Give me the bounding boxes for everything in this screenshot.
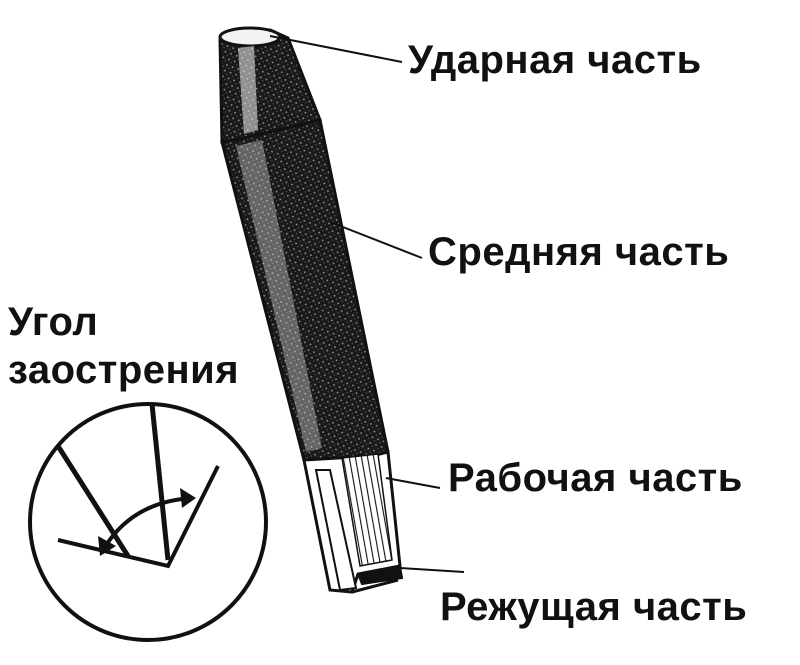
angle-arrow-right [180,488,196,508]
label-sharpening-angle: Угол заострения [8,298,288,394]
cutting-edge-line [351,578,399,594]
leader-lines [269,35,465,573]
leader-cutting [399,567,465,573]
middle-part-highlight [236,140,322,452]
blade-right-edge [149,403,171,561]
blade-left-edge [55,444,131,558]
working-part-shadow [314,469,358,592]
label-middle-part: Средняя часть [428,230,730,274]
label-striking-part: Ударная часть [408,38,702,82]
leader-middle [329,221,423,259]
leader-working [385,477,441,489]
striking-highlight [238,46,258,134]
label-sharpening-angle-line2: заострения [8,348,240,392]
chisel [218,26,404,594]
angle-arrow-left [98,536,116,556]
cutting-part-shape [356,564,404,586]
sharpening-angle-inset [28,402,268,642]
angle-vertex [57,465,220,569]
leader-striking [269,35,403,63]
label-sharpening-angle-line1: Угол [8,300,99,344]
working-part-hatching [341,453,393,567]
label-working-part: Рабочая часть [448,456,743,500]
label-cutting-part: Режущая часть [440,585,748,629]
inset-circle [28,402,268,642]
